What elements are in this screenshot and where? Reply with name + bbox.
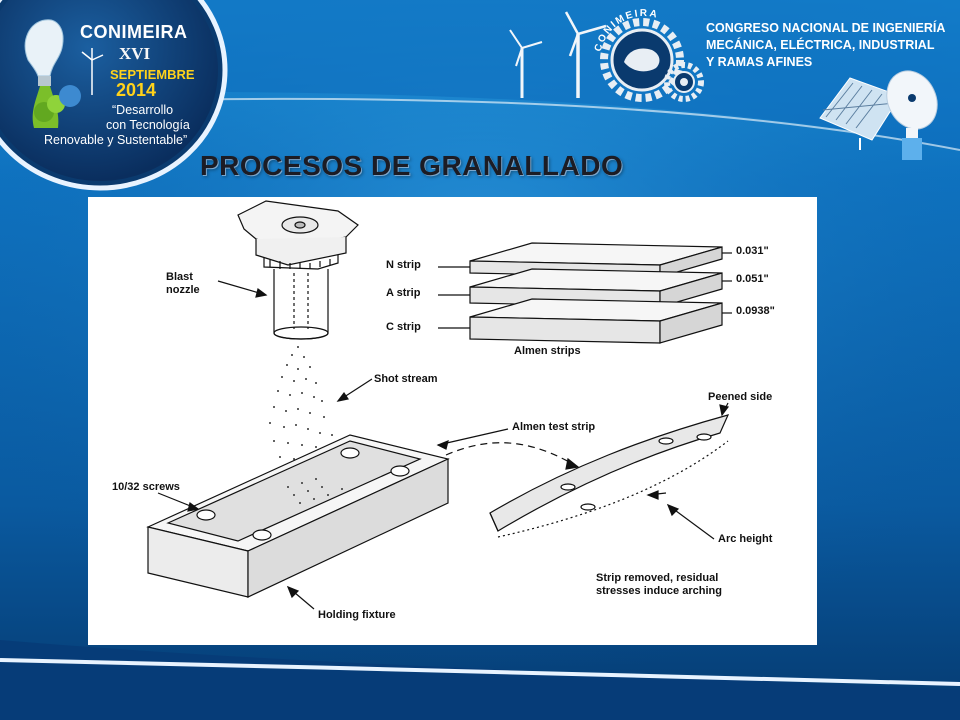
blast-nozzle-drawing [237, 200, 359, 340]
logo-slogan-line2: con Tecnología [106, 118, 190, 132]
label-n-thickness: 0.031" [736, 245, 769, 257]
emblem-arc: CONIMEIRA [593, 8, 660, 53]
logo-slogan-line3: Renovable y Sustentable” [44, 133, 188, 147]
label-almen-strips: Almen strips [514, 345, 581, 357]
slide-title: PROCESOS DE GRANALLADO [200, 150, 624, 181]
label-c-thickness: 0.0938" [736, 305, 775, 317]
diagram-drawing [146, 200, 732, 610]
label-almen-test-strip: Almen test strip [512, 421, 596, 433]
organization-line2: MECÁNICA, ELÉCTRICA, INDUSTRIAL [706, 38, 935, 52]
logo-name: CONIMEIRA [80, 22, 188, 42]
emblem-text: CONIMEIRA [593, 8, 658, 53]
svg-text:CONIMEIRA: CONIMEIRA [593, 8, 660, 53]
label-peened-side: Peened side [708, 391, 773, 403]
label-blast-nozzle-2: nozzle [166, 284, 200, 296]
logo-slogan-line1: “Desarrollo [112, 103, 174, 117]
lightbulb-icon [24, 19, 81, 128]
logo-edition: XVI [119, 44, 151, 63]
organization-line1: CONGRESO NACIONAL DE INGENIERÍA [706, 21, 946, 35]
label-screws: 10/32 screws [112, 481, 180, 493]
logo-month: SEPTIEMBRE [110, 67, 195, 82]
wind-turbine-icon [509, 11, 607, 98]
almen-strips-drawing [469, 242, 723, 344]
label-c-strip: C strip [386, 321, 421, 333]
organization-name: CONGRESO NACIONAL DE INGENIERÍA MECÁNICA… [706, 20, 946, 71]
label-blast-nozzle-1: Blast [166, 271, 193, 283]
holding-fixture-drawing [146, 434, 450, 598]
curved-strip-drawing [489, 414, 730, 538]
label-arc-height: Arc height [718, 533, 773, 545]
gear-emblem-icon [600, 18, 704, 102]
organization-line3: Y RAMAS AFINES [706, 55, 813, 69]
satellite-dish-icon [886, 70, 938, 160]
label-holding-fixture: Holding fixture [318, 609, 396, 621]
shot-peening-diagram: Blast nozzle N strip A strip C strip 0.0… [88, 197, 817, 645]
logo-year: 2014 [116, 80, 157, 100]
label-strip-removed-2: stresses induce arching [596, 585, 722, 597]
label-a-strip: A strip [386, 287, 421, 299]
label-n-strip: N strip [386, 259, 421, 271]
label-strip-removed-1: Strip removed, residual [596, 572, 719, 584]
label-a-thickness: 0.051" [736, 273, 769, 285]
label-shot-stream: Shot stream [374, 373, 438, 385]
